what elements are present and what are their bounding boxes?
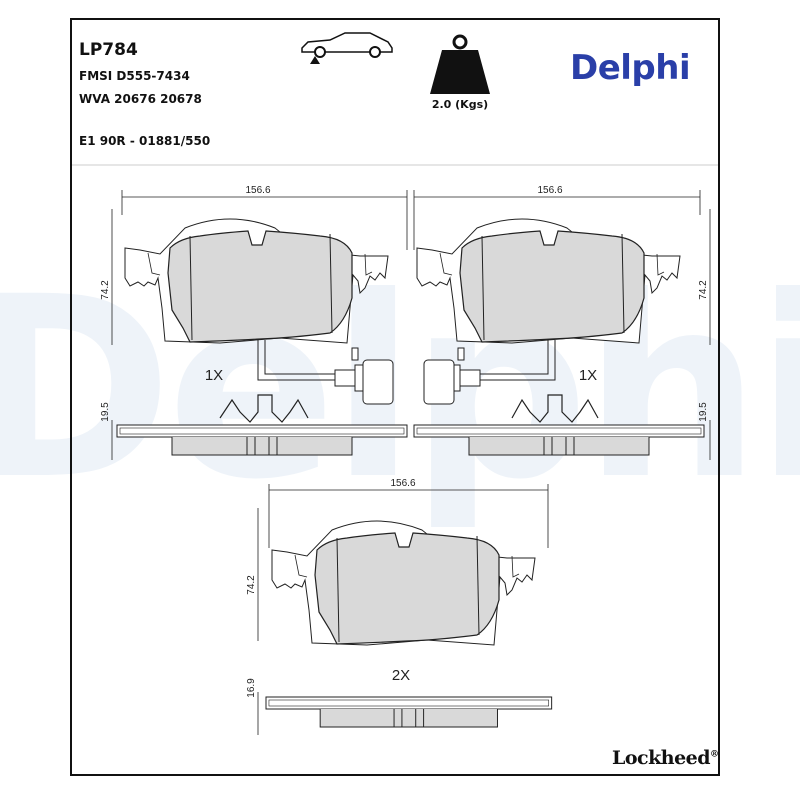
- pad-top-right: 156.6 74.2 1X 19.5: [413, 185, 711, 460]
- pad-bottom: 156.6 74.2 2X 16.9: [246, 478, 553, 735]
- thickness-dim: 19.5: [698, 402, 709, 422]
- thickness-dim: 16.9: [246, 678, 257, 698]
- pad-top-left: 156.6 74.2 1X 19.5: [100, 185, 408, 460]
- width-dim: 156.6: [390, 478, 415, 489]
- ece-approval: E1 90R - 01881/550: [79, 134, 211, 148]
- brand-logo: Delphi: [570, 48, 691, 88]
- car-front-axle-icon: [301, 32, 393, 64]
- weight-icon: [430, 34, 490, 94]
- wva-code: WVA 20676 20678: [79, 92, 202, 106]
- height-dim: 74.2: [698, 280, 709, 300]
- width-dim: 156.6: [537, 185, 562, 196]
- drawing-frame: [70, 18, 720, 776]
- weight-label: 2.0 (Kgs): [431, 98, 489, 111]
- registered-mark: ®: [710, 749, 719, 760]
- lockheed-logo: Lockheed®: [612, 747, 719, 769]
- quantity-label: 1X: [205, 367, 223, 384]
- quantity-label: 2X: [392, 667, 410, 684]
- lockheed-text: Lockheed: [612, 747, 711, 769]
- part-number: LP784: [79, 40, 138, 60]
- fmsi-code: FMSI D555-7434: [79, 69, 190, 83]
- quantity-label: 1X: [579, 367, 597, 384]
- watermark-text: Delphi: [0, 243, 800, 534]
- height-dim: 74.2: [246, 575, 257, 595]
- height-dim: 74.2: [100, 280, 111, 300]
- thickness-dim: 19.5: [100, 402, 111, 422]
- width-dim: 156.6: [245, 185, 270, 196]
